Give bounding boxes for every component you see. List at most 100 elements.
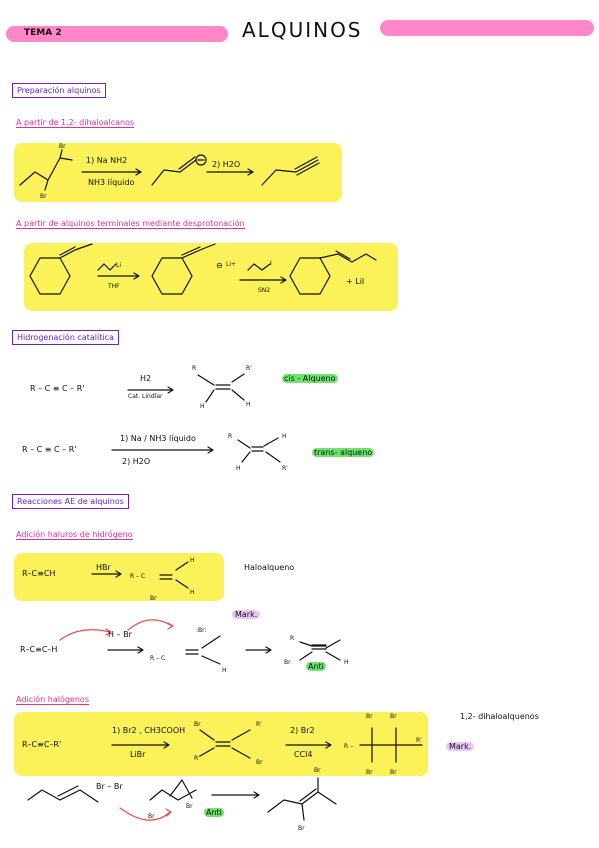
r1-step2: 2) H2O — [212, 160, 241, 169]
h1-bottom: Cat. Lindlar — [128, 393, 163, 400]
header-bar-right — [380, 20, 594, 36]
r1-step1b: NH3 líquido — [88, 178, 135, 187]
sub-desprotonacion: A partir de alquinos terminales mediante… — [16, 219, 245, 229]
sub-halogenos: Adición halógenos — [16, 695, 89, 705]
svg-text:R': R' — [416, 737, 422, 744]
r1-step1: 1) Na NH2 — [86, 156, 128, 165]
svg-text:R – C: R – C — [130, 573, 145, 580]
svg-text:R': R' — [256, 721, 262, 728]
svg-text:+ LiI: + LiI — [346, 277, 364, 286]
negative-charge-icon — [195, 154, 207, 166]
highlight-hx — [14, 553, 224, 601]
svg-text:Br: Br — [390, 769, 397, 776]
alkyne-product — [261, 159, 319, 186]
svg-text:Br: Br — [256, 759, 263, 766]
dihaloalquenos-tag: 1,2- dihaloalquenos — [460, 712, 539, 721]
arrow-hx — [91, 570, 122, 578]
x2-left: R–C≡C–R' — [22, 740, 62, 749]
h1-left: R – C ≡ C – R' — [30, 384, 85, 393]
svg-text:R': R' — [246, 365, 252, 372]
trans-alqueno-tag: trans- alqueno — [312, 448, 375, 457]
h2-bottom: 2) H2O — [122, 457, 151, 466]
curved-arrow-2 — [127, 619, 174, 631]
hx-left: R–C≡CH — [22, 569, 56, 578]
sub-dihalo: A partir de 1,2- dihaloalcanos — [16, 118, 135, 128]
svg-text:H: H — [190, 589, 195, 596]
highlight-x2 — [14, 712, 428, 776]
svg-text:Li: Li — [116, 262, 121, 269]
mech-hbr: H – Br — [108, 630, 132, 639]
svg-text:Br: Br — [186, 803, 193, 810]
sub-haluros: Adición haluros de hidrógeno — [16, 530, 133, 540]
svg-text:Br: Br — [366, 713, 373, 720]
svg-text:Br: Br — [366, 769, 373, 776]
svg-text:R': R' — [194, 755, 200, 762]
nbuli-squiggle — [97, 263, 117, 271]
section-reacciones: Reacciones AE de alquinos — [12, 494, 129, 509]
svg-text:H: H — [236, 465, 241, 472]
dihaloalkane-skeleton — [19, 157, 73, 186]
svg-text:R: R — [290, 635, 294, 642]
haloalqueno-tag: Haloalqueno — [244, 563, 295, 572]
svg-text:R': R' — [282, 465, 288, 472]
arrow-bromonium — [211, 791, 260, 799]
curved-arrow-3 — [119, 807, 172, 821]
svg-text:H: H — [282, 433, 287, 440]
arrow-mech1 — [107, 646, 144, 654]
h1-top: H2 — [140, 374, 152, 383]
svg-text:Li+: Li+ — [226, 261, 236, 268]
header-bar-left — [6, 26, 228, 42]
arrow-r2b — [239, 276, 287, 284]
svg-text:Br: Br — [40, 193, 47, 200]
arrow-x2b — [285, 741, 332, 749]
arrow-r1 — [81, 168, 142, 176]
svg-text:H: H — [344, 659, 349, 666]
x2-step1b: LiBr — [130, 750, 146, 759]
svg-text:Br: Br — [284, 659, 291, 666]
svg-text:R –: R – — [344, 743, 353, 750]
svg-text:I: I — [270, 260, 272, 267]
svg-text:SN2: SN2 — [258, 287, 270, 294]
svg-text:Br: Br — [59, 143, 66, 150]
cyclohexane-2 — [151, 257, 193, 295]
cyclohexane-1 — [29, 257, 71, 295]
svg-text:⊖: ⊖ — [216, 261, 223, 270]
page-title: ALQUINOS — [242, 18, 363, 42]
svg-text:H: H — [200, 403, 205, 410]
section-hidrogenacion: Hidrogenación catalítica — [12, 330, 119, 345]
hx-reagent: HBr — [96, 563, 111, 572]
svg-text:THF: THF — [107, 283, 120, 290]
highlight-dihalo — [14, 143, 342, 202]
anti-tag-2: Anti — [204, 808, 224, 817]
svg-text:Br: Br — [314, 767, 321, 774]
cis-alqueno-tag: cis - Alqueno — [282, 374, 338, 383]
svg-text:H: H — [246, 401, 251, 408]
svg-text:Br: Br — [148, 813, 155, 820]
x2-step2b: CCl4 — [294, 750, 313, 759]
butyne-skeleton — [27, 789, 99, 803]
arrow-r2 — [97, 272, 140, 280]
svg-text:R: R — [192, 365, 196, 372]
x2-step1: 1) Br2 , CH3COOH — [112, 726, 186, 735]
tema-label: TEMA 2 — [24, 28, 62, 38]
svg-text::Br:: :Br: — [196, 627, 207, 634]
arrow-mech2 — [245, 646, 272, 654]
arrow-h1 — [127, 386, 174, 394]
svg-text:Br: Br — [194, 721, 201, 728]
mech-left: R–C≡C–H — [20, 645, 58, 654]
x2-step2: 2) Br2 — [290, 726, 315, 735]
arrow-x2a — [111, 741, 170, 749]
svg-text:R – C: R – C — [150, 655, 165, 662]
anti-tag-1: Anti — [306, 662, 326, 671]
mark-tag-1: Mark. — [232, 610, 261, 619]
br2-reagent: Br – Br — [96, 782, 123, 791]
svg-text:Br: Br — [150, 595, 157, 602]
svg-text:Br: Br — [298, 825, 305, 832]
mark-tag-2: Mark. — [446, 742, 475, 751]
svg-text:H: H — [222, 667, 227, 674]
svg-text:R: R — [228, 433, 232, 440]
svg-text:H: H — [190, 557, 195, 564]
alkyl-iodide — [247, 263, 271, 271]
arrow-r1b — [206, 168, 254, 176]
